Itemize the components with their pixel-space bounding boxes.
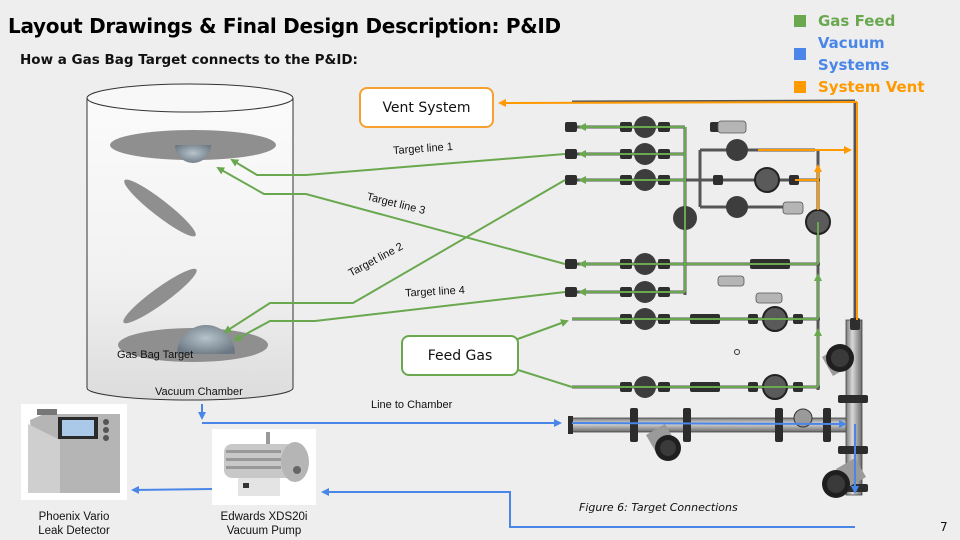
- figure-caption: Figure 6: Target Connections: [579, 501, 738, 514]
- legend-swatch-vacuum: [794, 48, 806, 60]
- gas-bag-target-label: Gas Bag Target: [117, 349, 194, 361]
- legend-item-vacuum: Vacuum Systems: [794, 32, 960, 76]
- line-to-chamber-label: Line to Chamber: [371, 399, 453, 411]
- target-plate-tilted: [124, 179, 196, 237]
- vacuum-chamber: [86, 83, 294, 401]
- vacuum-pump-label: Edwards XDS20i Vacuum Pump: [206, 510, 322, 538]
- gauge: [793, 408, 813, 428]
- legend-item-gas-feed: Gas Feed: [794, 10, 960, 32]
- chamber-lid: [86, 83, 294, 113]
- legend-label: Gas Feed: [818, 12, 896, 30]
- legend: Gas Feed Vacuum Systems System Vent: [794, 10, 960, 98]
- vent-lines: [498, 98, 858, 320]
- feed-gas-box: Feed Gas: [401, 335, 519, 376]
- vacuum-pump-name: Edwards XDS20i: [220, 511, 308, 523]
- vacuum-lines: [131, 404, 859, 528]
- leak-detector-label: Phoenix Vario Leak Detector: [22, 510, 126, 538]
- vacuum-pump-image: [212, 429, 316, 505]
- legend-label: Vacuum Systems: [817, 34, 890, 74]
- vacuum-chamber-label: Vacuum Chamber: [155, 386, 243, 398]
- target-plate-tilted: [123, 268, 197, 324]
- legend-swatch-gas-feed: [794, 15, 806, 27]
- vacuum-pump-type: Vacuum Pump: [226, 525, 302, 537]
- fittings: [565, 122, 860, 392]
- slide-title: Layout Drawings & Final Design Descripti…: [8, 14, 561, 38]
- leak-detector-image: [21, 404, 127, 500]
- legend-label: System Vent: [818, 78, 925, 96]
- angle-valve: [821, 344, 854, 377]
- gas-feed-lines: [216, 123, 822, 388]
- gas-bag-dome-bottom: [177, 325, 235, 354]
- legend-item-vent: System Vent: [794, 76, 960, 98]
- vacuum-tubing: [568, 319, 868, 498]
- vent-system-box: Vent System: [359, 87, 494, 128]
- leak-detector-name: Phoenix Vario: [38, 511, 110, 523]
- gas-bag-dome-top: [175, 145, 211, 163]
- legend-swatch-vent: [794, 81, 806, 93]
- page-number: 7: [940, 520, 948, 534]
- slide-subtitle: How a Gas Bag Target connects to the P&I…: [20, 52, 358, 68]
- pid-pipework: [565, 99, 857, 390]
- sensors: [717, 120, 804, 304]
- fitting-marker: [734, 349, 740, 355]
- angle-valve: [822, 457, 867, 498]
- angle-valve: [645, 423, 681, 461]
- leak-detector-type: Leak Detector: [38, 525, 110, 537]
